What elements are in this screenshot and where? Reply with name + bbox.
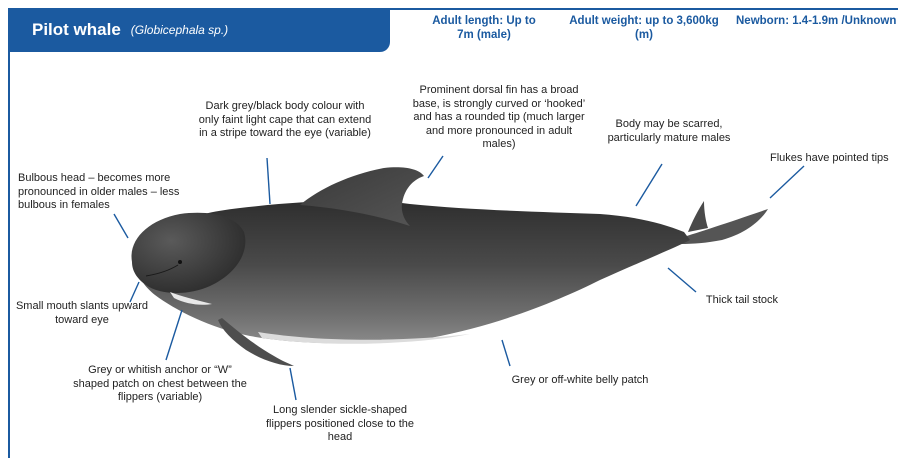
label-chest-patch: Grey or whitish anchor or “W” shaped pat… (70, 364, 250, 405)
leader-mouth (130, 282, 139, 302)
label-flippers: Long slender sickle-shaped flippers posi… (262, 404, 418, 445)
label-scarred-body: Body may be scarred, particularly mature… (600, 118, 738, 145)
label-body-colour: Dark grey/black body colour with only fa… (196, 100, 374, 141)
leader-head (114, 214, 128, 238)
label-bulbous-head: Bulbous head – becomes more pronounced i… (18, 172, 198, 213)
tail-fluke-upper (688, 201, 708, 232)
leader-scarred (636, 164, 662, 206)
whale-eye (178, 260, 182, 264)
label-flukes: Flukes have pointed tips (770, 152, 900, 166)
label-tail-stock: Thick tail stock (682, 294, 802, 308)
label-belly-patch: Grey or off-white belly patch (490, 374, 670, 388)
leader-fin (428, 156, 443, 178)
leader-flukes (770, 166, 804, 198)
label-small-mouth: Small mouth slants upward toward eye (12, 300, 152, 327)
leader-tail (668, 268, 696, 292)
leader-flippers (290, 368, 296, 400)
leader-patch (166, 310, 182, 360)
leader-belly (502, 340, 510, 366)
label-dorsal-fin: Prominent dorsal fin has a broad base, i… (410, 84, 588, 152)
leader-colour (267, 158, 270, 204)
